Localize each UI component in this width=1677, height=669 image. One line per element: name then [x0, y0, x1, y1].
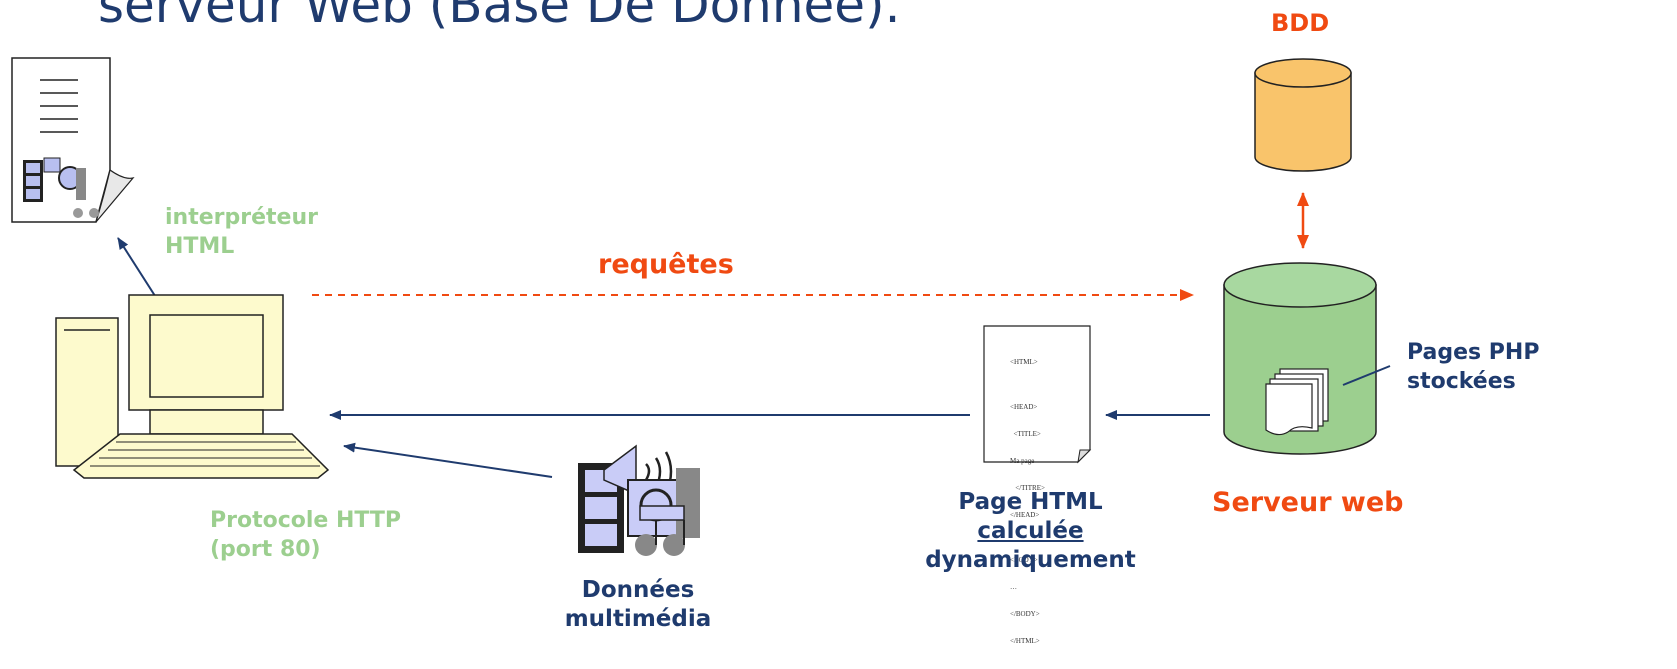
multimedia-arrow — [343, 442, 553, 478]
html-page-label: Page HTML calculée dynamiquement — [925, 489, 1136, 573]
requests-label: requêtes — [598, 249, 734, 280]
code-line: <TITLE> — [1010, 430, 1041, 438]
web-server-label: Serveur web — [1212, 487, 1404, 518]
code-line: </HEAD> — [1010, 511, 1040, 519]
php-pages-label: Pages PHP stockées — [1407, 340, 1540, 394]
computer-icon — [55, 294, 330, 479]
document-icon — [11, 57, 135, 223]
code-line: </TITRE> — [1010, 484, 1045, 492]
code-line: … — [1010, 583, 1017, 591]
html-code-block: <HTML> <HEAD> <TITLE> Ma page </TITRE> <… — [1010, 340, 1045, 655]
page-title: serveur Web (Base De Donnée). — [98, 0, 901, 34]
code-line: Ma page — [1010, 457, 1035, 465]
code-line: <HEAD> — [1010, 403, 1038, 411]
code-line: </HTML> — [1010, 637, 1040, 645]
html-document-icon — [983, 325, 1092, 464]
bdd-label: BDD — [1271, 9, 1330, 37]
multimedia-icon — [578, 444, 700, 556]
multimedia-label: Données multimédia — [564, 577, 712, 632]
code-line: <BODY> — [1010, 556, 1038, 564]
http-protocol-label: Protocole HTTP (port 80) — [210, 508, 402, 562]
code-line: </BODY> — [1010, 610, 1040, 618]
database-icon — [1254, 58, 1352, 172]
php-pages-icon — [1265, 368, 1329, 436]
interpreter-label: interpréteur HTML — [165, 205, 318, 259]
php-pages-leader — [1342, 365, 1391, 386]
code-line: <HTML> — [1010, 358, 1038, 366]
